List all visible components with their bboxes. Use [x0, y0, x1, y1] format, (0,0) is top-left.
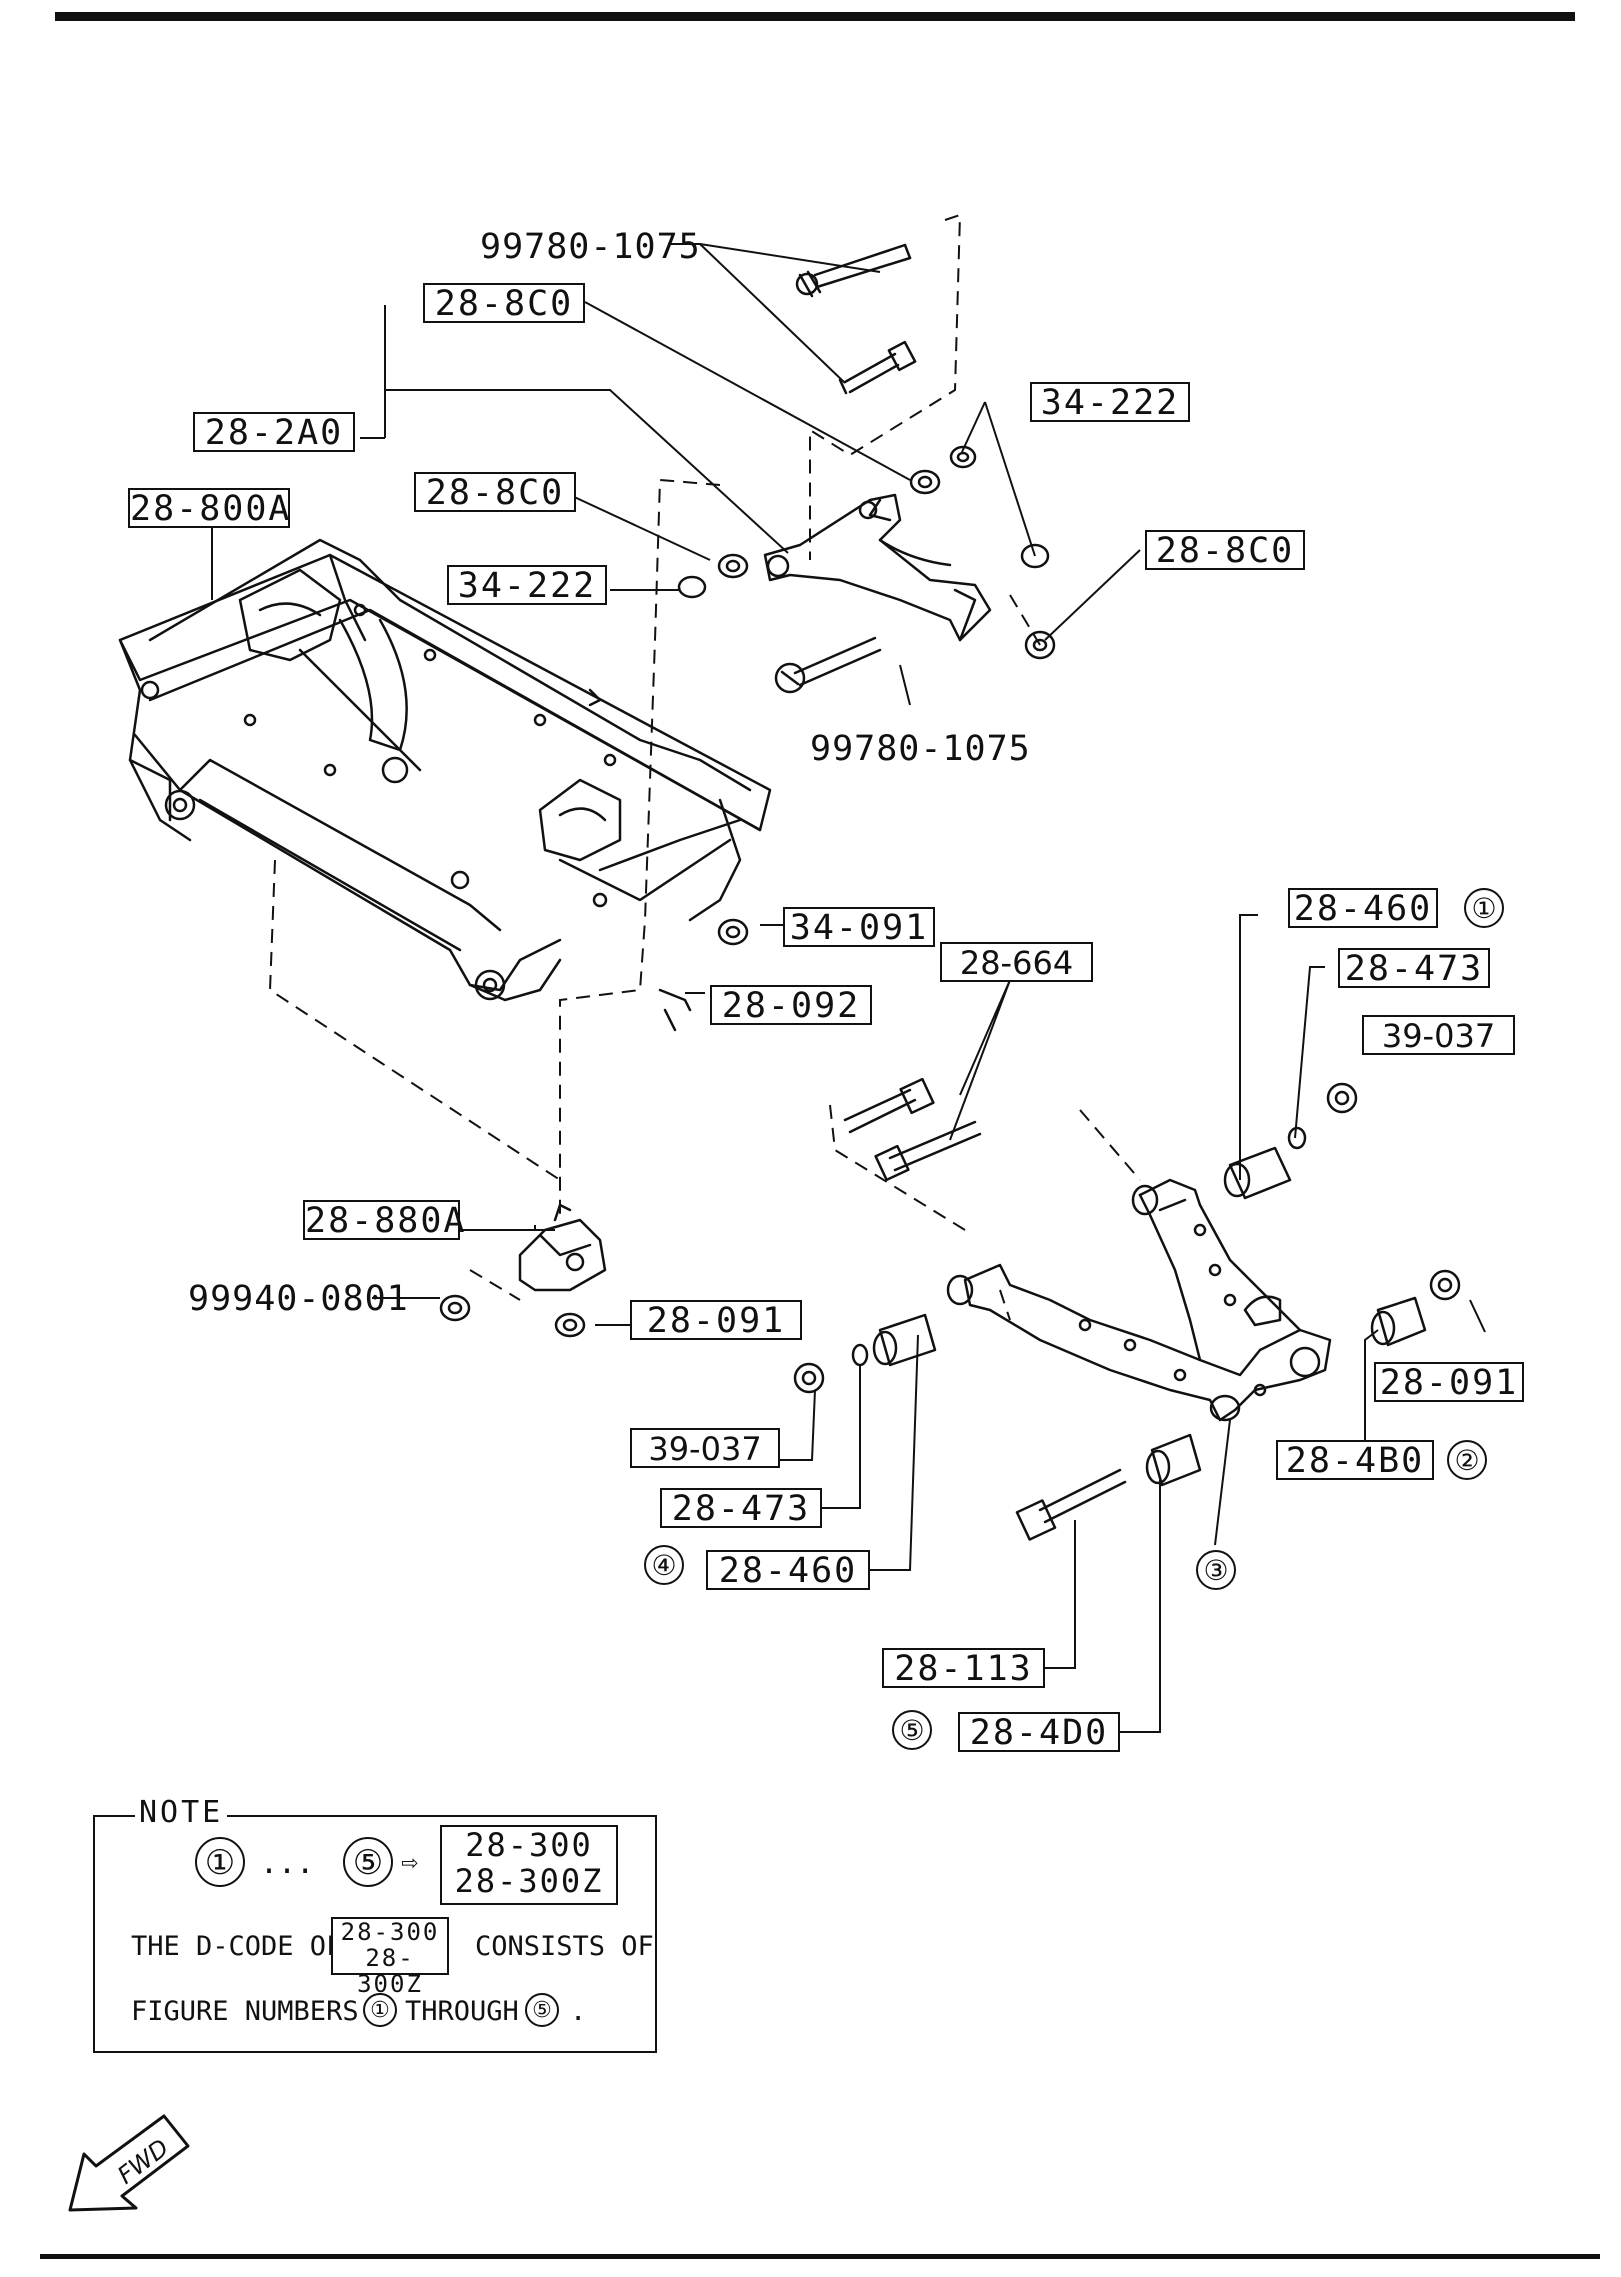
box-bolt-crossmember: 28-092 [710, 985, 872, 1025]
label-bolt-upper-top: 99780-1075 [480, 227, 701, 267]
note-line2-end: . [570, 1996, 587, 2027]
box-nut-lower-left: 39-037 [630, 1428, 780, 1468]
box-nut-upper-left: 34-222 [447, 565, 607, 605]
box-nut-upper-right: 34-222 [1030, 382, 1190, 422]
note-arrow: ⇨ [401, 1845, 418, 1878]
top-rule [55, 12, 1575, 21]
fwd-arrow-icon: FWD [68, 2114, 190, 2212]
note-line2-prefix: FIGURE NUMBERS [131, 1996, 359, 2027]
label-bolt-upper-bottom: 99780-1075 [810, 729, 1031, 769]
box-washer-lower-rear: 28-091 [1374, 1362, 1524, 1402]
box-bush-upper-b: 28-8C0 [414, 472, 576, 512]
bottom-rule [40, 2254, 1600, 2259]
figure-number-3: ③ [1196, 1550, 1236, 1590]
figure-number-5: ⑤ [892, 1710, 932, 1750]
upper-small-parts [677, 445, 1056, 946]
note-title: NOTE [135, 1796, 228, 1830]
note-line2-from: ① [363, 1993, 397, 2027]
note-box: NOTE ① ... ⑤ ⇨ 28-300 28-300Z THE D-CODE… [93, 1796, 657, 2053]
box-bush-lower-4: 28-460 [706, 1550, 870, 1590]
note-dots: ... [260, 1846, 315, 1881]
note-inline-code-b: 28-300Z [357, 1944, 423, 1998]
note-code-a: 28-300 [465, 1826, 593, 1864]
note-line1-suffix: CONSISTS OF [475, 1931, 654, 1962]
lower-arm-drawing [946, 1178, 1332, 1422]
figure-number-2: ② [1447, 1440, 1487, 1480]
box-bush-lower-2: 28-4B0 [1276, 1440, 1434, 1480]
box-nut-lower-right: 39-037 [1362, 1015, 1515, 1055]
upper-arm-drawing [763, 493, 992, 642]
box-bolt-lower: 28-664 [940, 942, 1093, 982]
box-bush-upper-c: 28-8C0 [1145, 530, 1305, 570]
note-code-stack-inline: 28-300 28-300Z [331, 1917, 449, 1997]
note-code-stack: 28-300 28-300Z [440, 1825, 618, 1905]
box-bolt-lower-rear: 28-113 [882, 1648, 1045, 1688]
dashed-guides [268, 213, 1141, 1321]
box-nut-crossmember: 34-091 [783, 907, 935, 947]
box-washer-lower-right: 28-473 [1338, 948, 1490, 988]
note-line2-middle: THROUGH [405, 1996, 519, 2027]
note-code-b: 28-300Z [454, 1862, 604, 1900]
upper-bolts-drawing [774, 243, 917, 694]
box-crossmember: 28-800A [128, 488, 292, 529]
box-bush-lower-5: 28-4D0 [958, 1712, 1120, 1752]
label-nut-mount: 99940-0801 [188, 1279, 409, 1319]
box-washer-lower-left: 28-473 [660, 1488, 822, 1528]
box-arm-assy: 28-2A0 [193, 412, 355, 452]
figure-number-4: ④ [644, 1545, 684, 1585]
note-inline-code-a: 28-300 [340, 1918, 440, 1946]
note-range-from: ① [195, 1837, 245, 1887]
box-bush-lower-1: 28-460 [1288, 888, 1438, 928]
note-line1-prefix: THE D-CODE OF [131, 1931, 343, 1962]
lower-bolts-drawing [658, 988, 1127, 1541]
figure-number-1: ① [1464, 888, 1504, 928]
box-washer-mount: 28-091 [630, 1300, 802, 1340]
box-mount: 28-880A [303, 1200, 467, 1241]
mount-drawing [439, 1203, 607, 1338]
box-bush-upper-a: 28-8C0 [423, 283, 585, 323]
lower-small-parts [793, 1082, 1461, 1487]
crossmember-drawing [118, 538, 772, 1002]
leader-lines [211, 243, 1486, 1733]
note-range-to: ⑤ [343, 1837, 393, 1887]
note-line2-to: ⑤ [525, 1993, 559, 2027]
